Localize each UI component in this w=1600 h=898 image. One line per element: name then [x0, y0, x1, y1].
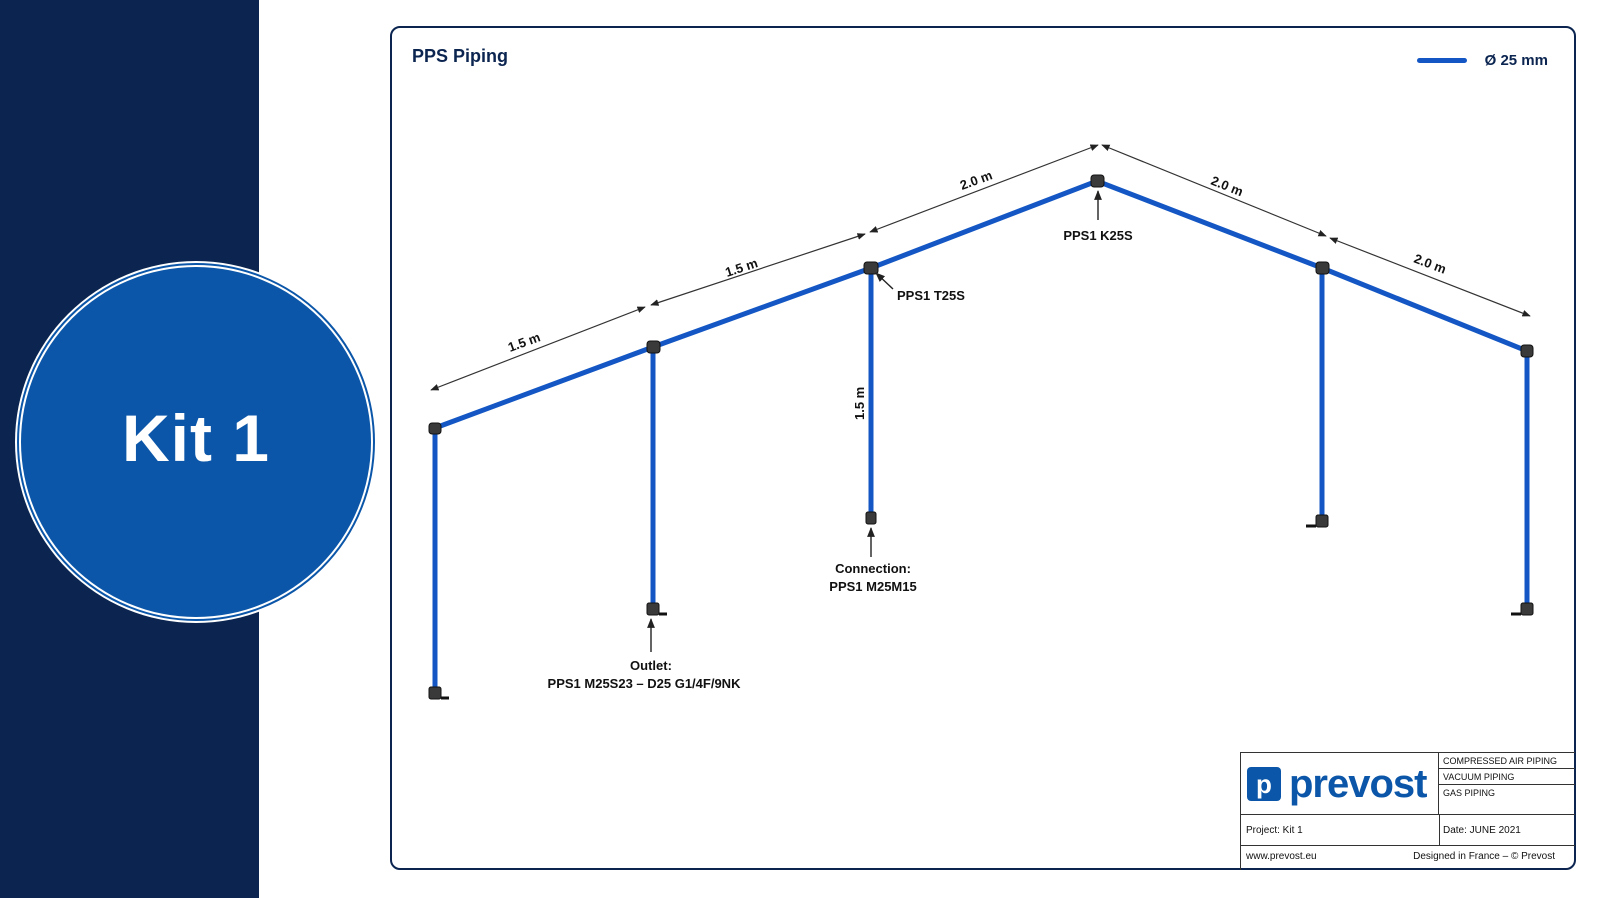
project-label: Project: Kit 1 — [1246, 825, 1303, 836]
date-label: Date: JUNE 2021 — [1443, 825, 1521, 836]
outlet-fitting-2 — [646, 602, 660, 616]
category-gas: GAS PIPING — [1439, 785, 1575, 815]
category-compressed-air: COMPRESSED AIR PIPING — [1439, 753, 1575, 769]
kit-badge: Kit 1 — [21, 267, 371, 617]
dim-label-seg2: 1.5 m — [723, 255, 759, 280]
dim-label-seg1: 1.5 m — [506, 329, 542, 354]
category-vacuum: VACUUM PIPING — [1439, 769, 1575, 785]
dimension-line-seg2 — [650, 233, 866, 306]
label-connection-part: PPS1 M25M15 — [829, 579, 916, 594]
prevost-logo-mark: p — [1247, 766, 1281, 801]
project-row: Project: Kit 1 Date: JUNE 2021 — [1241, 815, 1575, 846]
dim-label-seg3: 2.0 m — [958, 167, 994, 192]
label-tee: PPS1 T25S — [897, 288, 965, 303]
footer-row: www.prevost.eu Designed in France – © Pr… — [1241, 845, 1575, 870]
label-connection-title: Connection: — [835, 561, 911, 576]
legend-label: Ø 25 mm — [1484, 52, 1548, 69]
project-row-divider — [1439, 815, 1440, 845]
prevost-logo: p prevost — [1241, 753, 1439, 815]
legend: Ø 25 mm — [1416, 52, 1548, 69]
website-link[interactable]: www.prevost.eu — [1246, 851, 1317, 862]
label-outlet-title: Outlet: — [630, 658, 672, 673]
label-outlet-part: PPS1 M25S23 – D25 G1/4F/9NK — [548, 676, 742, 691]
dimension-lines — [430, 144, 1531, 391]
legend-pipe-swatch — [1416, 58, 1467, 63]
dim-label-drop: 1.5 m — [852, 387, 867, 420]
connection-fitting — [865, 511, 877, 525]
tee-fitting-1 — [646, 340, 661, 354]
dimension-line-seg5 — [1329, 237, 1531, 317]
prevost-logo-glyph: p — [1256, 768, 1272, 799]
dim-label-seg5: 2.0 m — [1412, 251, 1448, 277]
elbow-fitting-left — [428, 422, 442, 435]
elbow-fitting-ridge — [1090, 174, 1105, 188]
sheet-title: PPS Piping — [412, 46, 509, 66]
outlet-fitting-5 — [1520, 602, 1534, 616]
main-pipe-run — [432, 178, 1530, 431]
leader-arrows — [647, 190, 1102, 652]
dimension-line-seg4 — [1101, 144, 1327, 237]
outlet-fitting-1 — [428, 686, 442, 700]
kit-title: Kit 1 — [121, 401, 271, 475]
title-block: p prevost COMPRESSED AIR PIPING VACUUM P… — [1240, 752, 1575, 870]
dimension-line-seg3 — [869, 144, 1099, 233]
leader-tee — [875, 272, 894, 290]
dimension-line-seg1 — [430, 306, 646, 391]
fittings — [428, 174, 1534, 700]
tee-fitting-3 — [1315, 261, 1330, 275]
pipes — [432, 178, 1530, 696]
elbow-fitting-right — [1520, 344, 1534, 358]
outlet-fitting-4 — [1315, 514, 1329, 528]
copyright-text: Designed in France – © Prevost — [1413, 851, 1555, 862]
tee-fitting-2 — [863, 261, 879, 275]
label-elbow: PPS1 K25S — [1063, 228, 1133, 243]
prevost-logo-text: prevost — [1289, 761, 1427, 806]
